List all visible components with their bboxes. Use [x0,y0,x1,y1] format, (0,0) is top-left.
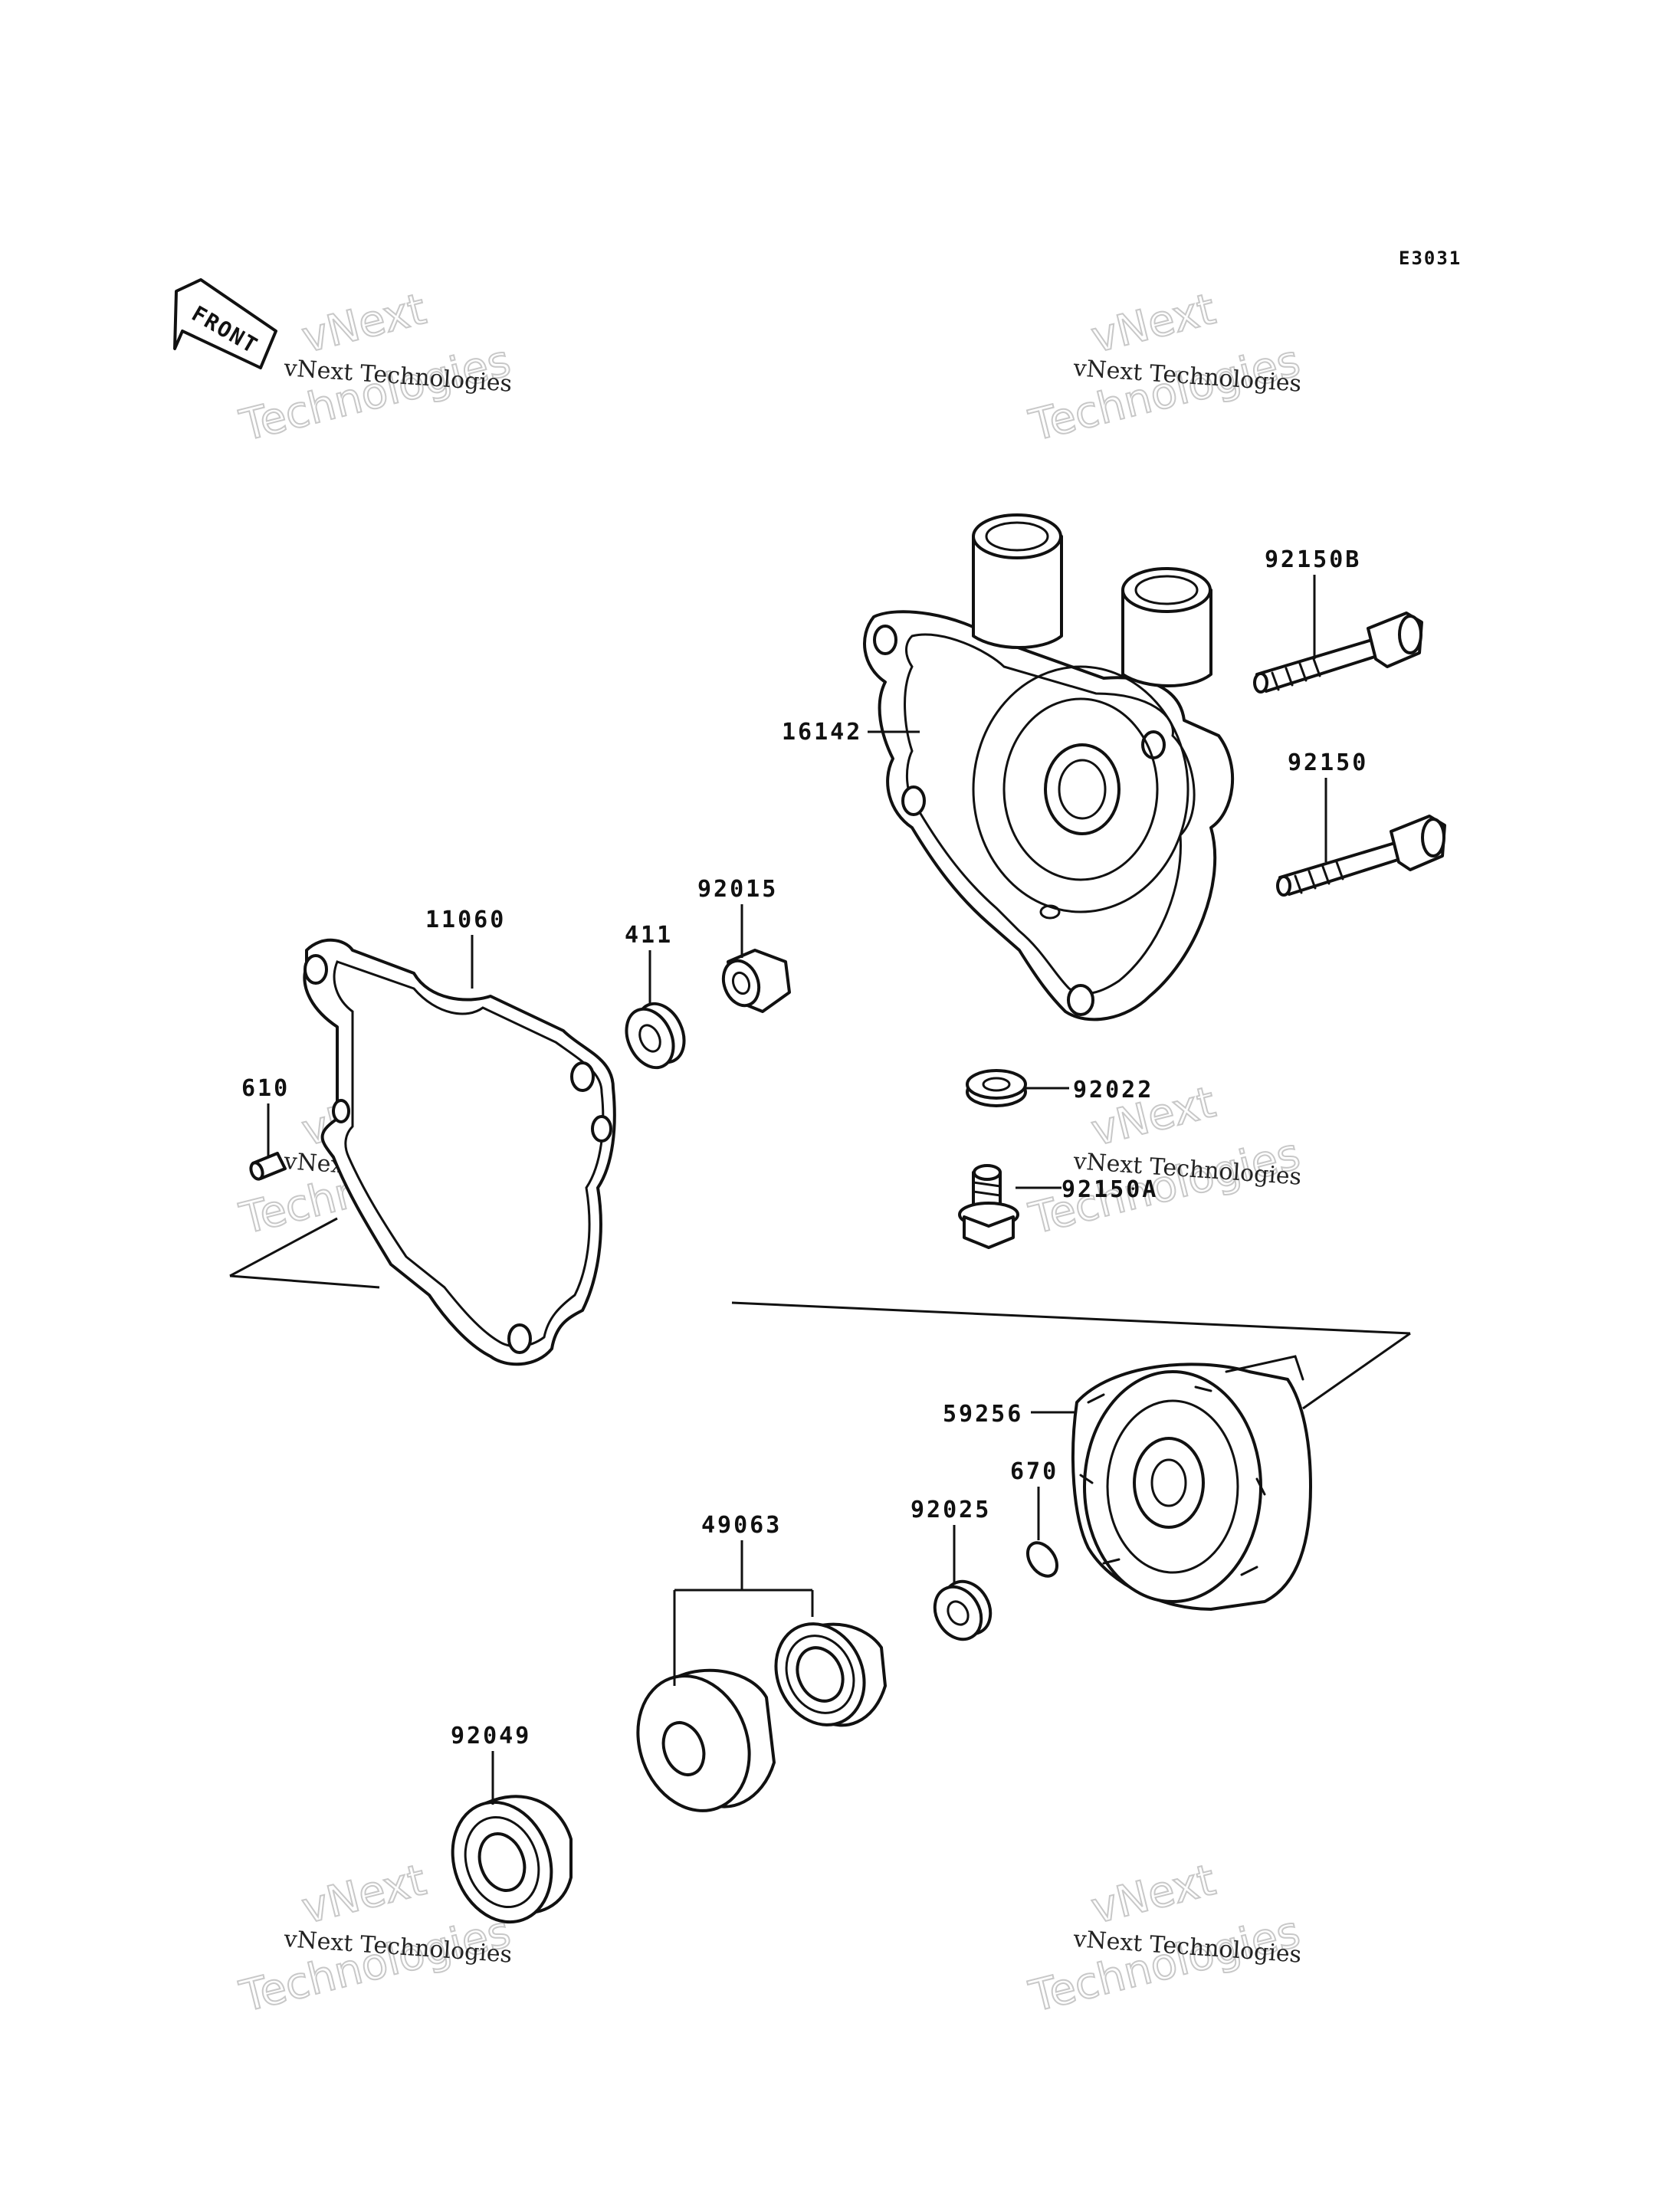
gasket-drawing [303,938,616,1366]
washer-411-drawing [625,1002,686,1070]
part-label-92022: 92022 [1073,1077,1153,1103]
mechanical-seal-drawing [774,1622,887,1727]
nut-92015-drawing [721,949,791,1013]
impeller-drawing [1071,1355,1312,1611]
bearing-drawing [451,1795,573,1924]
watermark-bottom-right: vNext Technologies vNext Technologies [1024,1854,1306,2023]
svg-text:vNext: vNext [297,1855,431,1934]
part-label-92150b: 92150B [1265,546,1361,573]
watermark-top-left: vNext Technologies vNext Technologies [235,284,517,452]
bolt-92150a-drawing [958,1164,1019,1249]
part-label-11060: 11060 [425,907,506,933]
part-label-92049: 92049 [451,1723,531,1749]
diagram-code: E3031 [1399,248,1462,269]
washer-92025-drawing [933,1579,993,1641]
part-label-16142: 16142 [782,719,862,746]
svg-text:vNext: vNext [297,284,431,363]
watermark-top-right: vNext Technologies vNext Technologies [1024,284,1306,452]
pump-cover-drawing [863,513,1235,1021]
part-label-411: 411 [625,922,673,949]
svg-text:vNext: vNext [1087,1855,1220,1934]
dowel-pin-drawing [249,1152,287,1181]
part-label-92025: 92025 [911,1497,991,1523]
o-ring-drawing [1025,1541,1059,1578]
part-label-92015: 92015 [697,876,778,903]
front-arrow-icon: FRONT [173,278,277,369]
part-label-49063: 49063 [701,1512,782,1539]
part-label-670: 670 [1010,1458,1058,1485]
water-seal-drawing [636,1668,776,1812]
bolt-92150b-drawing [1253,612,1423,694]
part-label-610: 610 [241,1075,290,1102]
svg-text:vNext: vNext [1087,284,1220,363]
part-label-92150: 92150 [1288,749,1368,776]
part-label-59256: 59256 [943,1401,1023,1428]
watermark-mid-right: vNext Technologies vNext Technologies [1024,1077,1306,1245]
bolt-92150-drawing [1276,815,1446,897]
part-label-92150a: 92150A [1061,1176,1158,1203]
washer-92022-drawing [966,1069,1027,1107]
